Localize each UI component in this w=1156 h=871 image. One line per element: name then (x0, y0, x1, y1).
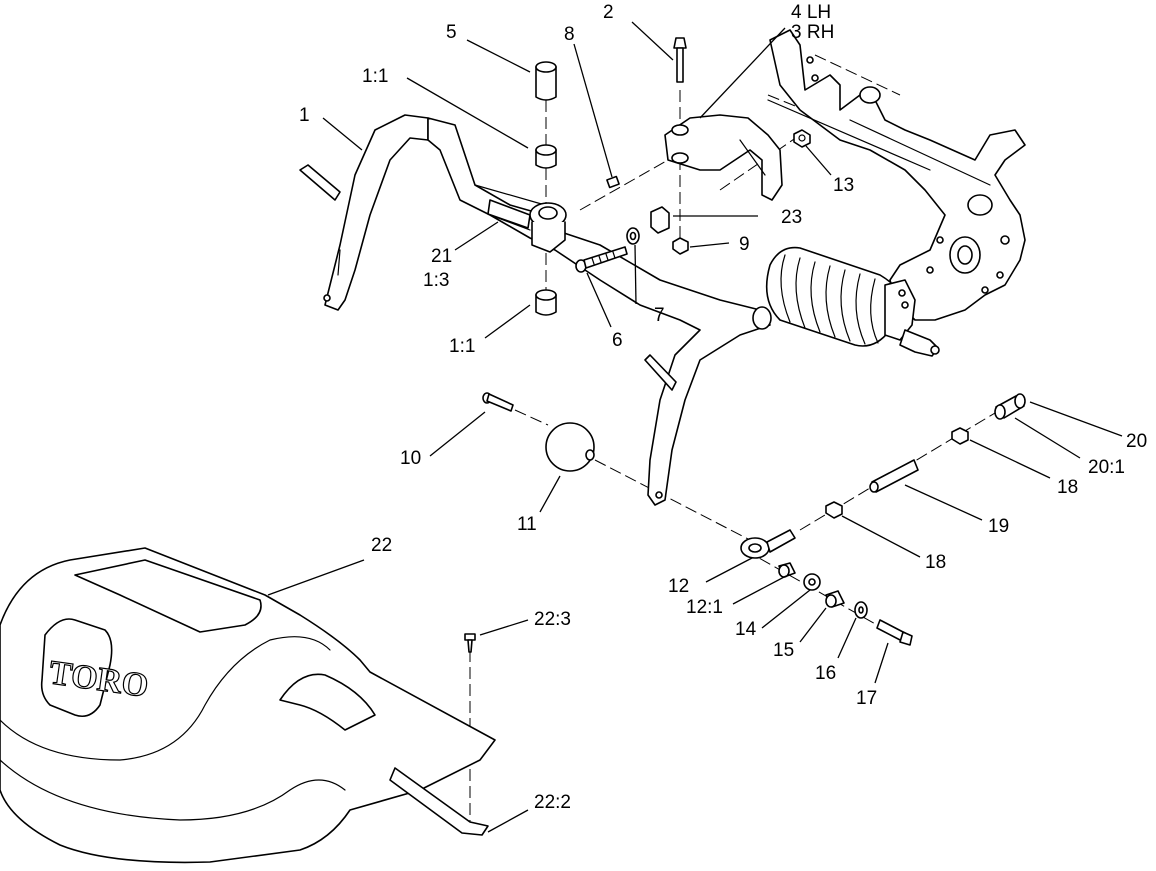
callout-7: 7 (654, 305, 665, 326)
block-23 (650, 206, 670, 234)
knob-11 (545, 422, 595, 472)
callout-5: 5 (446, 22, 457, 43)
callout-6: 6 (612, 330, 623, 351)
callout-12: 12 (668, 576, 689, 597)
rod-19 (869, 459, 919, 493)
callout-1-1-lower: 1:1 (449, 336, 475, 357)
callout-12-1: 12:1 (686, 597, 723, 618)
nut-18-lower (825, 501, 843, 519)
callout-1-3: 1:3 (423, 270, 449, 291)
screw-22-3 (464, 633, 476, 653)
nut-18-upper (951, 427, 969, 445)
callout-11: 11 (517, 514, 537, 535)
callout-13: 13 (833, 175, 854, 196)
callout-22-2: 22:2 (534, 792, 571, 813)
callout-16: 16 (815, 663, 836, 684)
callout-17: 17 (856, 688, 877, 709)
frame-plate (767, 29, 1026, 321)
callout-22-3: 22:3 (534, 609, 571, 630)
callout-20: 20 (1126, 431, 1147, 452)
callout-21: 21 (431, 246, 452, 267)
callout-23: 23 (781, 207, 802, 228)
nut-9 (672, 237, 689, 255)
spring-damper (765, 246, 940, 357)
bolt-2 (673, 37, 687, 83)
washer-16 (854, 601, 868, 619)
seat-22: TORO (0, 547, 496, 864)
spacer-12-1 (778, 562, 796, 578)
callout-8: 8 (564, 24, 575, 45)
callout-18-lower: 18 (925, 552, 946, 573)
washer-7 (626, 227, 640, 245)
callout-14: 14 (735, 619, 757, 640)
screw-8 (606, 175, 620, 189)
callout-15: 15 (773, 640, 794, 661)
leader-lines (267, 21, 1123, 833)
callout-10: 10 (400, 448, 421, 469)
callout-3-rh: 3 RH (791, 22, 834, 43)
callout-9: 9 (739, 234, 750, 255)
fitting-20 (994, 393, 1026, 420)
control-arm (299, 114, 772, 506)
callout-1-1-upper: 1:1 (362, 66, 388, 87)
callout-1: 1 (299, 105, 310, 126)
spacer-5 (535, 61, 557, 101)
bushing-lower (535, 289, 557, 316)
bushing-14 (803, 573, 821, 591)
callout-labels: 1 1:1 1:1 21 1:3 5 8 2 4 LH 3 RH 13 23 9… (299, 2, 1147, 813)
bushing-upper (535, 144, 557, 169)
callout-19: 19 (988, 516, 1009, 537)
rod-end-12 (740, 529, 796, 559)
callout-18-upper: 18 (1057, 477, 1078, 498)
bolt-6 (575, 246, 628, 273)
callout-22: 22 (371, 535, 392, 556)
mount-bracket (664, 114, 783, 201)
bolt-10 (482, 392, 514, 412)
callout-2: 2 (603, 2, 614, 23)
pivot-hub (529, 202, 567, 253)
nut-13 (793, 129, 811, 148)
spacer-15 (825, 590, 845, 608)
callout-4-lh: 4 LH (791, 2, 831, 23)
bolt-17 (876, 619, 913, 646)
callout-20-1: 20:1 (1088, 457, 1125, 478)
